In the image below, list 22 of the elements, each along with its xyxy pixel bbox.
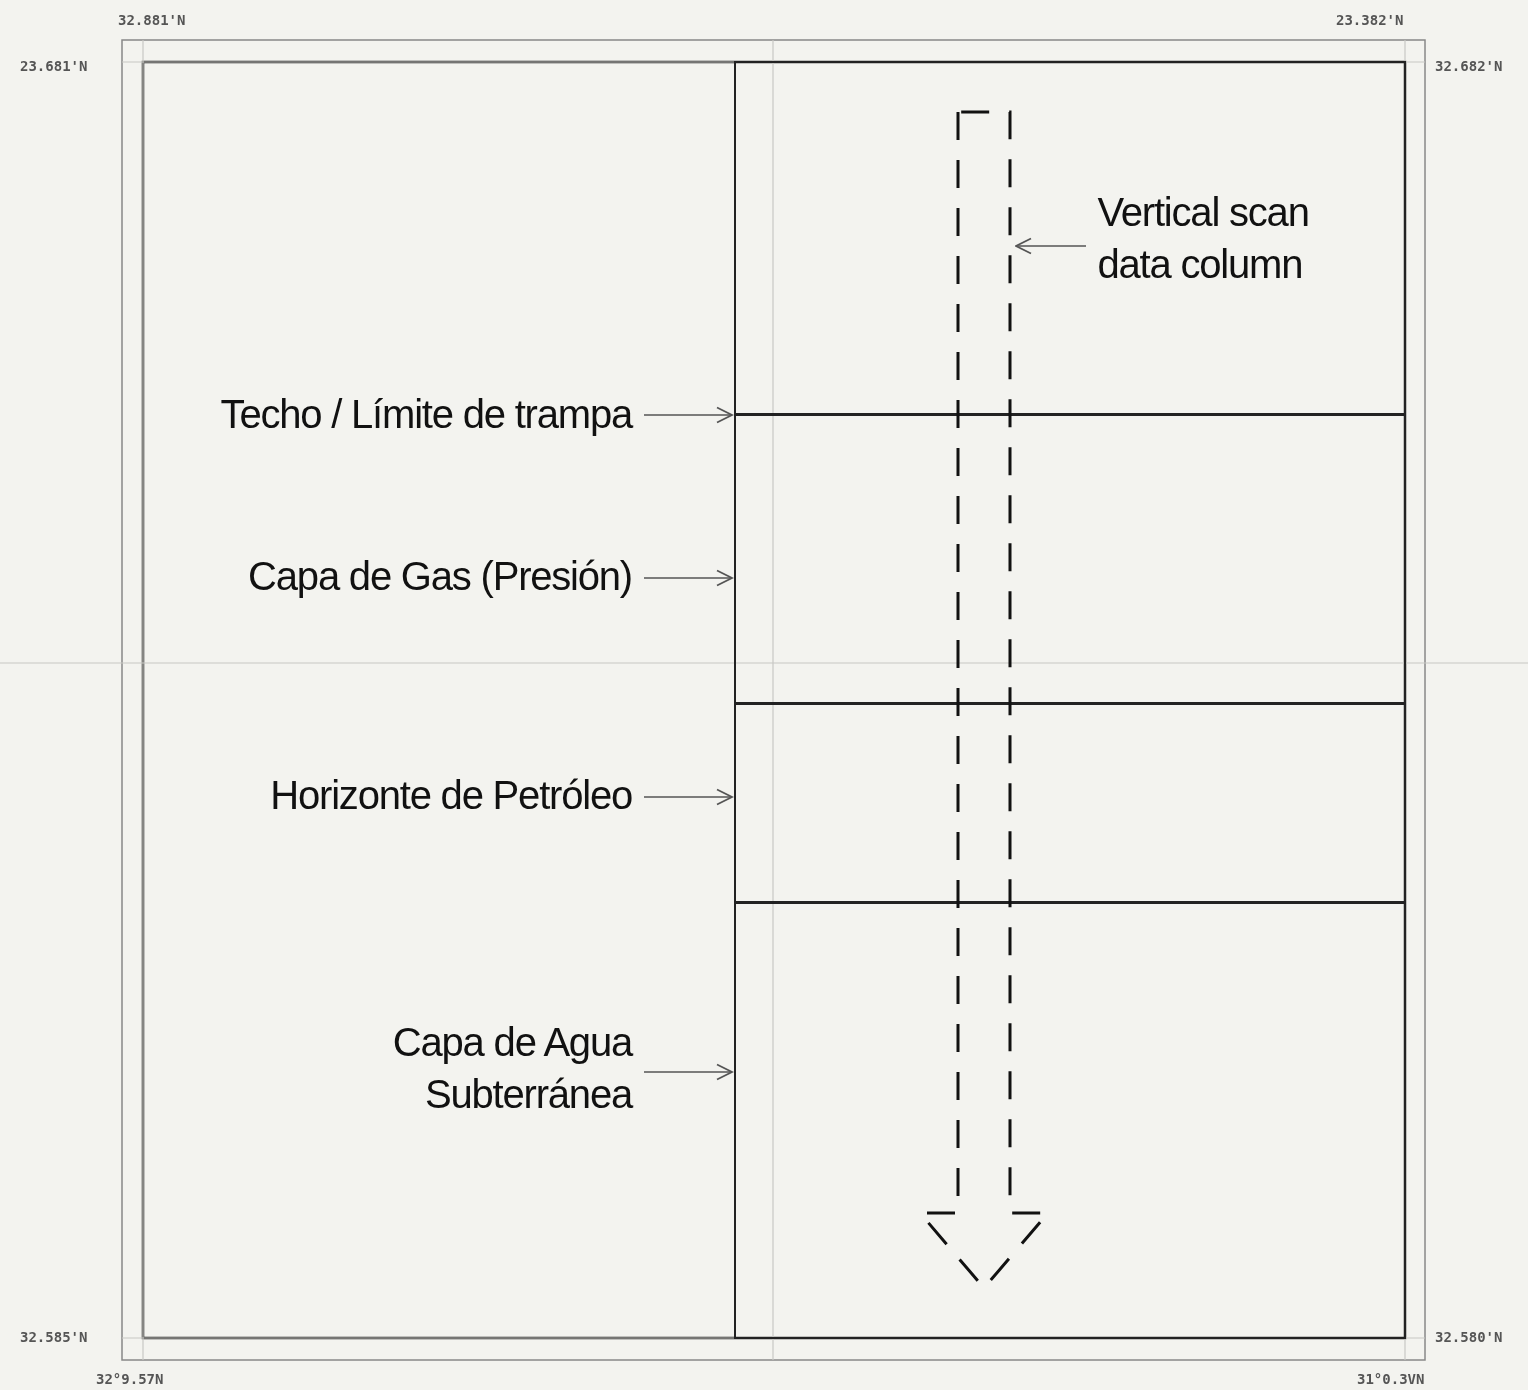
leader-arrow bbox=[1015, 237, 1087, 255]
leader-arrow bbox=[643, 788, 733, 806]
coordinate-label: 32.580'N bbox=[1435, 1329, 1503, 1345]
layer-label: Vertical scan data column bbox=[1097, 185, 1360, 298]
coordinate-label: 32°9.57N bbox=[96, 1371, 164, 1387]
coordinate-label: 23.681'N bbox=[20, 58, 88, 74]
layer-band bbox=[734, 61, 1406, 416]
layer-band bbox=[734, 901, 1406, 1339]
layer-label: Capa de Gas (Presión) bbox=[150, 550, 632, 606]
coordinate-label: 32.881'N bbox=[118, 12, 186, 28]
leader-arrow bbox=[643, 406, 733, 424]
coordinate-label: 32.682'N bbox=[1435, 58, 1503, 74]
coordinate-label: 31°0.3VN bbox=[1357, 1371, 1425, 1387]
leader-arrow bbox=[643, 569, 733, 587]
leader-arrow bbox=[643, 1063, 733, 1081]
layer-band bbox=[734, 702, 1406, 904]
layer-label: Capa de Agua Subterránea bbox=[300, 1016, 632, 1128]
layer-label: Techo / Límite de trampa bbox=[140, 388, 632, 442]
coordinate-label: 32.585'N bbox=[20, 1329, 88, 1345]
coordinate-label: 23.382'N bbox=[1336, 12, 1404, 28]
layer-label: Horizonte de Petróleo bbox=[150, 769, 632, 825]
layer-band bbox=[734, 413, 1406, 705]
